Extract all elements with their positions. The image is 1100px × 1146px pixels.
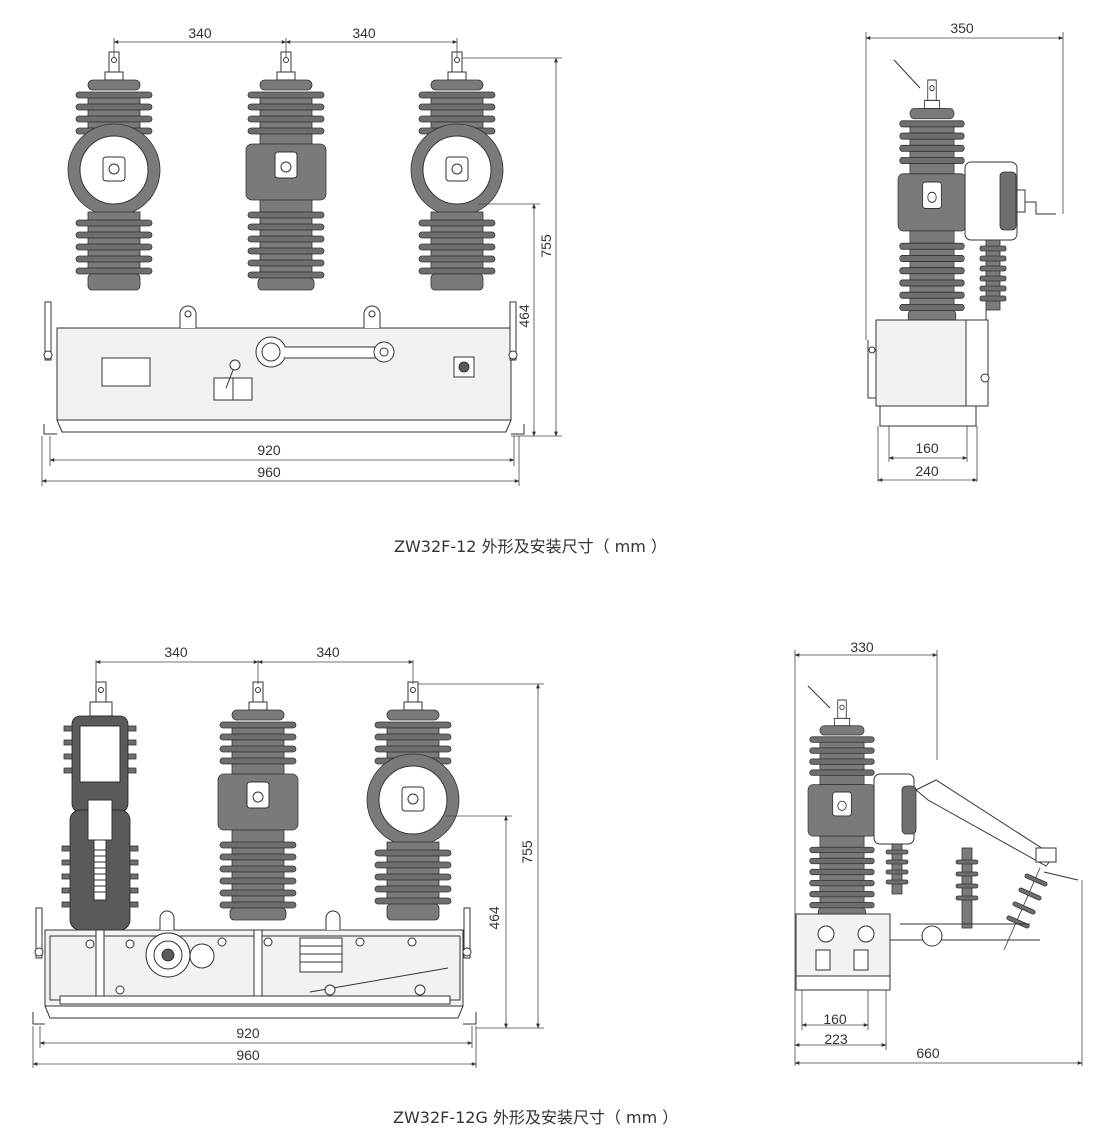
dim-bottom-side-overall: 660 bbox=[916, 1045, 940, 1061]
top-side-dimensions: 350 160 240 bbox=[865, 20, 1064, 482]
bottom-side-dimensions: 330 160 223 660 bbox=[794, 639, 1083, 1066]
caption-bottom: ZW32F-12G 外形及安装尺寸（ mm ） bbox=[393, 1108, 679, 1127]
top-front-dimensions: 340 340 755 464 920 960 bbox=[41, 25, 562, 486]
dim-bottom-pitch-2: 340 bbox=[316, 644, 340, 660]
bottom-front-view bbox=[32, 681, 477, 1025]
dim-top-height-base: 464 bbox=[516, 304, 532, 328]
dim-top-side-depth: 350 bbox=[950, 20, 974, 36]
nameplate bbox=[101, 357, 151, 387]
dim-top-overall-width: 960 bbox=[257, 464, 281, 480]
dim-bottom-height-base: 464 bbox=[486, 906, 502, 930]
bottom-front-dimensions: 340 340 755 464 920 960 bbox=[32, 644, 544, 1068]
dim-top-height-total: 755 bbox=[538, 234, 554, 258]
top-side-view bbox=[867, 59, 1056, 427]
dim-top-side-base: 240 bbox=[915, 463, 939, 479]
caption-top: ZW32F-12 外形及安装尺寸（ mm ） bbox=[394, 537, 667, 556]
dim-bottom-overall-width: 960 bbox=[236, 1047, 260, 1063]
dim-top-pitch-1: 340 bbox=[188, 25, 212, 41]
dim-bottom-side-mount: 160 bbox=[823, 1011, 847, 1027]
dim-bottom-side-depth: 330 bbox=[850, 639, 874, 655]
dim-bottom-side-base: 223 bbox=[824, 1031, 848, 1047]
dim-bottom-pitch-1: 340 bbox=[164, 644, 188, 660]
dim-bottom-mount-width: 920 bbox=[236, 1025, 260, 1041]
dim-bottom-height-total: 755 bbox=[519, 840, 535, 864]
dim-top-mount-width: 920 bbox=[257, 442, 281, 458]
bottom-side-view bbox=[795, 685, 1079, 991]
dim-top-side-mount: 160 bbox=[915, 440, 939, 456]
dim-top-pitch-2: 340 bbox=[352, 25, 376, 41]
top-front-view bbox=[43, 51, 525, 435]
